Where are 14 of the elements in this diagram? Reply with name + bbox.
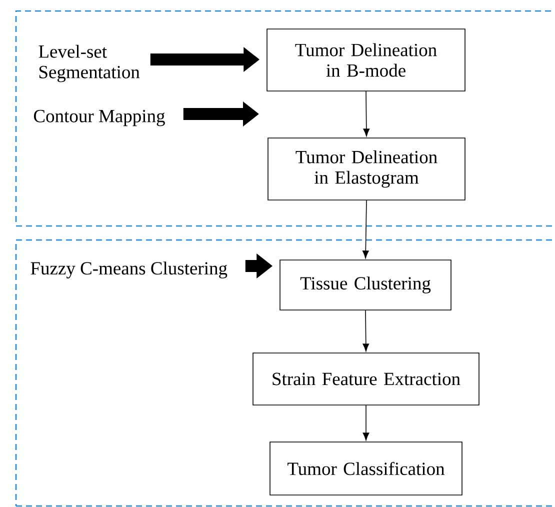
- process-box: Tumor Delineation in Elastogram: [268, 138, 466, 200]
- arrow: [362, 405, 370, 440]
- arrow: [362, 310, 370, 352]
- arrow: [362, 200, 369, 258]
- method-label: Level-set Segmentation: [38, 44, 140, 82]
- dashed-panel: [15, 239, 555, 507]
- process-box: Strain Feature Extraction: [252, 352, 480, 406]
- arrow: [363, 91, 370, 136]
- process-box: Tumor Delineation in B-mode: [266, 28, 466, 92]
- method-label: Fuzzy C-means Clustering: [30, 262, 228, 278]
- method-label: Contour Mapping: [34, 110, 165, 126]
- dashed-panel: [15, 10, 555, 227]
- process-box: Tissue Clustering: [280, 260, 452, 310]
- process-box: Tumor Classification: [270, 442, 462, 496]
